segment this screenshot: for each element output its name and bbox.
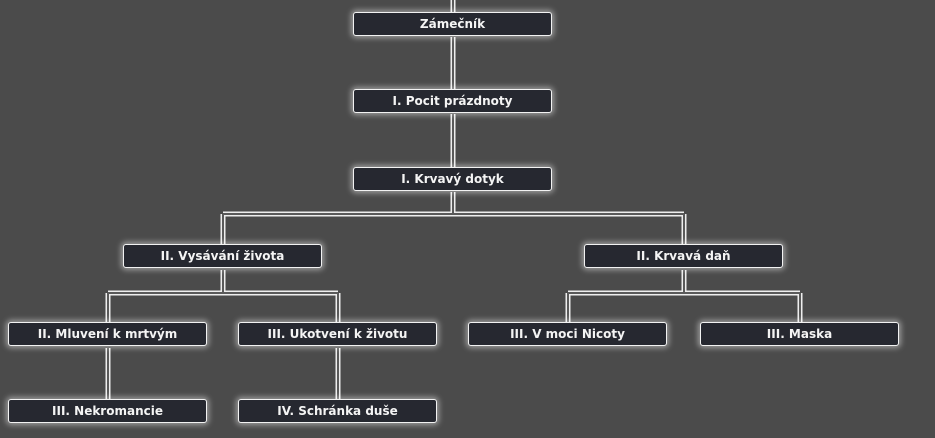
node-zamecnik[interactable]: Zámečník bbox=[353, 12, 552, 36]
node-v-moci-nicoty[interactable]: III. V moci Nicoty bbox=[468, 322, 667, 346]
node-nekromancie[interactable]: III. Nekromancie bbox=[8, 399, 207, 423]
node-pocit-prazdnoty[interactable]: I. Pocit prázdnoty bbox=[353, 89, 552, 113]
node-krvavy-dotyk[interactable]: I. Krvavý dotyk bbox=[353, 167, 552, 191]
node-mluveni-k-mrtvym[interactable]: II. Mluvení k mrtvým bbox=[8, 322, 207, 346]
node-maska[interactable]: III. Maska bbox=[700, 322, 899, 346]
node-krvava-dan[interactable]: II. Krvavá daň bbox=[584, 244, 783, 268]
node-vysavani-zivota[interactable]: II. Vysávání života bbox=[123, 244, 322, 268]
node-schranka-duse[interactable]: IV. Schránka duše bbox=[238, 399, 437, 423]
node-ukotveni-k-zivotu[interactable]: III. Ukotvení k životu bbox=[238, 322, 437, 346]
